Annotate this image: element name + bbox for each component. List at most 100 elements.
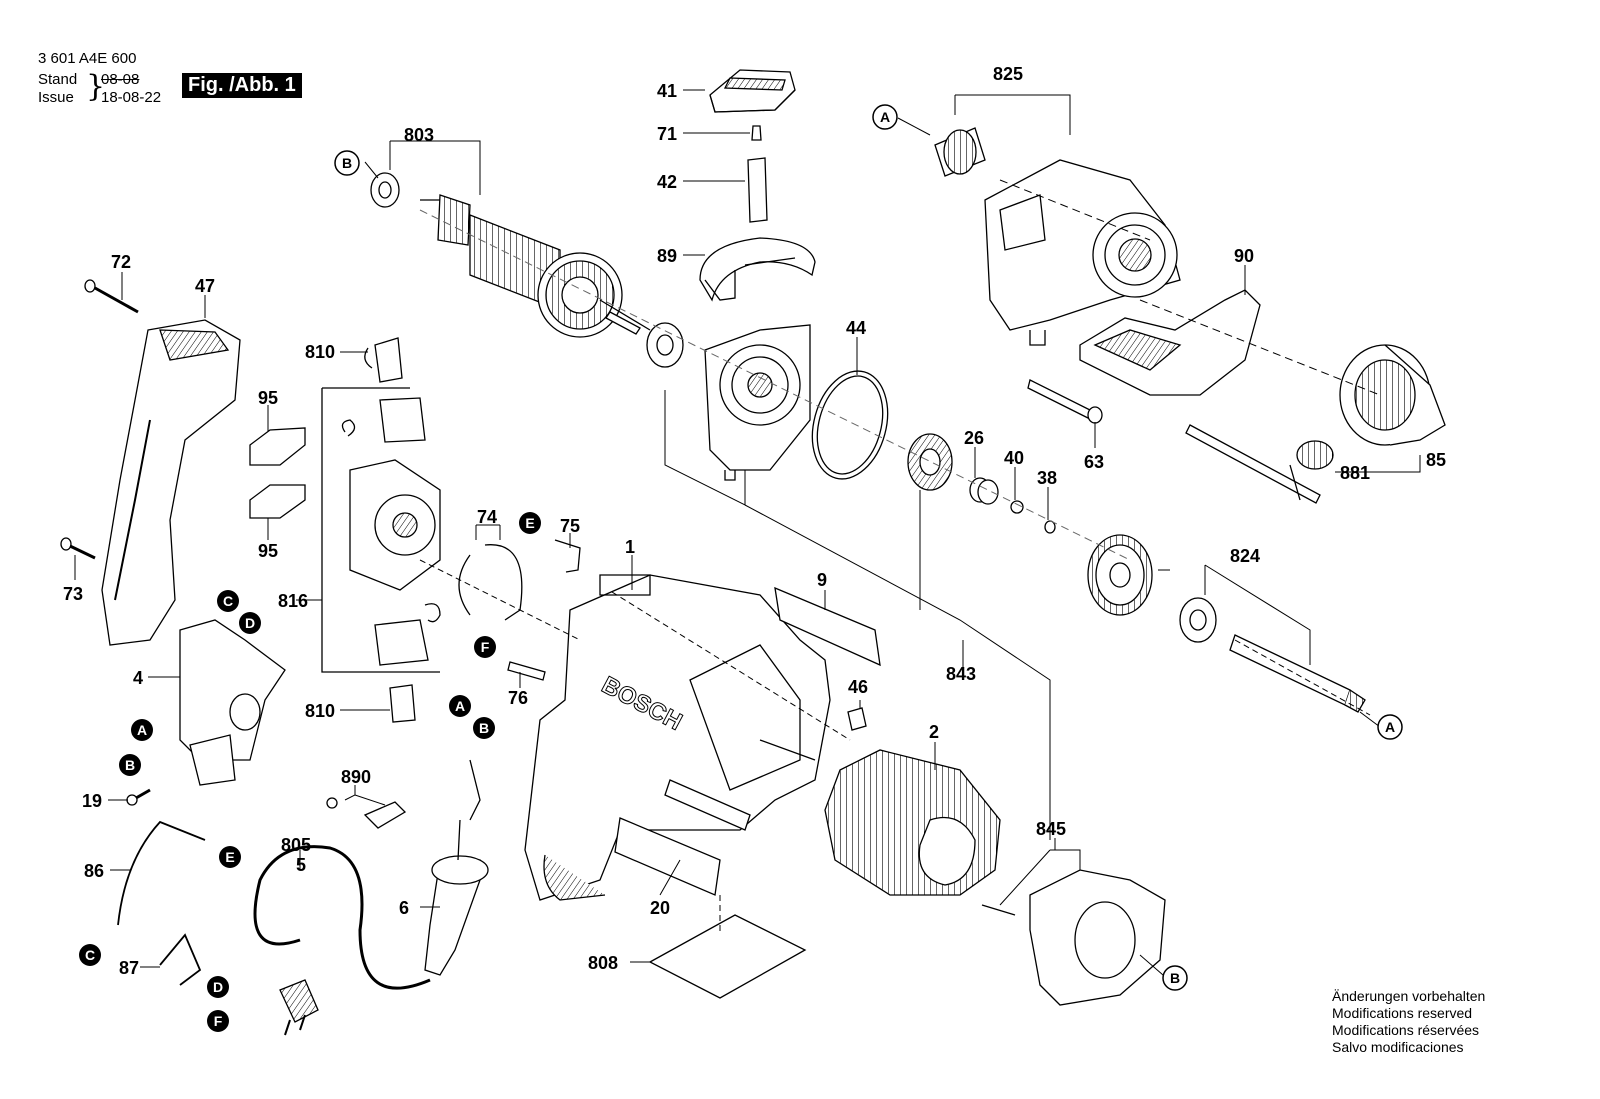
label-816: 816 <box>278 591 308 611</box>
svg-text:A: A <box>455 698 465 714</box>
svg-text:E: E <box>225 849 234 865</box>
part-4-switch <box>179 619 286 786</box>
label-71: 71 <box>657 124 677 144</box>
label-845: 845 <box>1036 819 1066 839</box>
part-42-slider <box>747 157 768 223</box>
label-87: 87 <box>119 958 139 978</box>
label-76: 76 <box>508 688 528 708</box>
label-63: 63 <box>1084 452 1104 472</box>
part-824-spindle <box>1087 534 1366 713</box>
modifications-notice: Änderungen vorbehalten Modifications res… <box>1332 988 1485 1056</box>
part-76-terminal <box>507 661 546 681</box>
svg-text:F: F <box>214 1013 223 1029</box>
part-890-cable-clamp <box>326 797 407 829</box>
part-845-end-cap <box>981 869 1166 1006</box>
notice-fr: Modifications réservées <box>1332 1022 1480 1038</box>
callout-b-endcap: B <box>1162 965 1188 991</box>
label-6: 6 <box>399 898 409 918</box>
label-805: 805 <box>281 835 311 855</box>
svg-text:D: D <box>245 615 255 631</box>
label-20: 20 <box>650 898 670 918</box>
part-881-chuck-key <box>1185 424 1334 504</box>
svg-text:B: B <box>479 720 489 736</box>
svg-text:F: F <box>481 639 490 655</box>
svg-text:A: A <box>137 722 147 738</box>
label-824: 824 <box>1230 546 1260 566</box>
part-87-wire <box>159 933 202 986</box>
part-40-ball <box>1010 500 1024 514</box>
callout-a-switch: A <box>131 719 153 741</box>
part-5-power-cable <box>253 845 431 1036</box>
part-44-o-ring <box>811 370 889 480</box>
callout-b-cable: B <box>473 717 495 739</box>
part-46-screw <box>847 707 867 731</box>
label-42: 42 <box>657 172 677 192</box>
part-9-label <box>774 586 881 667</box>
callout-f-wire: F <box>207 1010 229 1032</box>
part-90-guard <box>1079 289 1261 396</box>
svg-text:C: C <box>85 947 95 963</box>
date-brace: } <box>86 69 106 104</box>
part-95-clip-lower <box>249 484 306 519</box>
part-825-gear-housing <box>934 127 1181 346</box>
part-86-wire <box>117 820 206 926</box>
label-89: 89 <box>657 246 677 266</box>
label-890: 890 <box>341 767 371 787</box>
label-47: 47 <box>195 276 215 296</box>
part-bearing-plate <box>704 324 811 481</box>
part-2-stator <box>824 749 1001 896</box>
svg-text:B: B <box>1170 970 1180 986</box>
label-72: 72 <box>111 252 131 272</box>
part-41-switch-button <box>709 69 796 113</box>
label-85: 85 <box>1426 450 1446 470</box>
part-74-retaining-spring <box>458 544 523 621</box>
callout-a-cable: A <box>449 695 471 717</box>
callout-e-wire: E <box>219 846 241 868</box>
part-803-armature <box>370 172 651 338</box>
svg-text:E: E <box>525 515 534 531</box>
callout-e-terminal: E <box>519 512 541 534</box>
issue-date: 18-08-22 <box>101 89 162 106</box>
svg-text:C: C <box>223 593 233 609</box>
callout-a-top: A <box>872 104 898 130</box>
label-44: 44 <box>846 318 866 338</box>
part-20-label <box>614 817 721 896</box>
part-number: 3 601 A4E 600 <box>38 50 137 67</box>
svg-text:A: A <box>880 109 890 125</box>
part-bearing-armature <box>646 322 684 368</box>
label-41: 41 <box>657 81 677 101</box>
part-85-chuck <box>1339 344 1446 446</box>
svg-text:A: A <box>1385 719 1395 735</box>
notice-es: Salvo modificaciones <box>1332 1039 1464 1055</box>
label-881: 881 <box>1340 463 1370 483</box>
figure-label: Fig. /Abb. 1 <box>182 73 302 98</box>
label-74: 74 <box>477 507 497 527</box>
label-40: 40 <box>1004 448 1024 468</box>
part-71-pin <box>751 125 762 141</box>
part-72-screw <box>84 279 139 314</box>
label-843: 843 <box>946 664 976 684</box>
part-labels: 41 71 42 89 803 72 47 95 95 73 810 816 8… <box>63 64 1446 978</box>
label-825: 825 <box>993 64 1023 84</box>
label-26: 26 <box>964 428 984 448</box>
label-1: 1 <box>625 537 635 557</box>
label-19: 19 <box>82 791 102 811</box>
label-95-upper: 95 <box>258 388 278 408</box>
part-73-screw <box>60 537 96 560</box>
issue-label: Issue <box>38 89 74 106</box>
callout-a-spindle: A <box>1377 714 1403 740</box>
svg-text:D: D <box>213 979 223 995</box>
part-drive-gear <box>907 433 953 491</box>
part-63-screw <box>1027 379 1103 424</box>
callout-d-wire: D <box>207 976 229 998</box>
leader-lines <box>74 89 1400 976</box>
part-26-spring <box>969 477 999 505</box>
svg-text:B: B <box>342 155 352 171</box>
part-19-screw <box>126 788 151 806</box>
part-808-label-sheet <box>648 914 807 999</box>
notice-de: Änderungen vorbehalten <box>1332 988 1486 1004</box>
label-2: 2 <box>929 722 939 742</box>
callout-b-switch: B <box>119 754 141 776</box>
label-810-lower: 810 <box>305 701 335 721</box>
